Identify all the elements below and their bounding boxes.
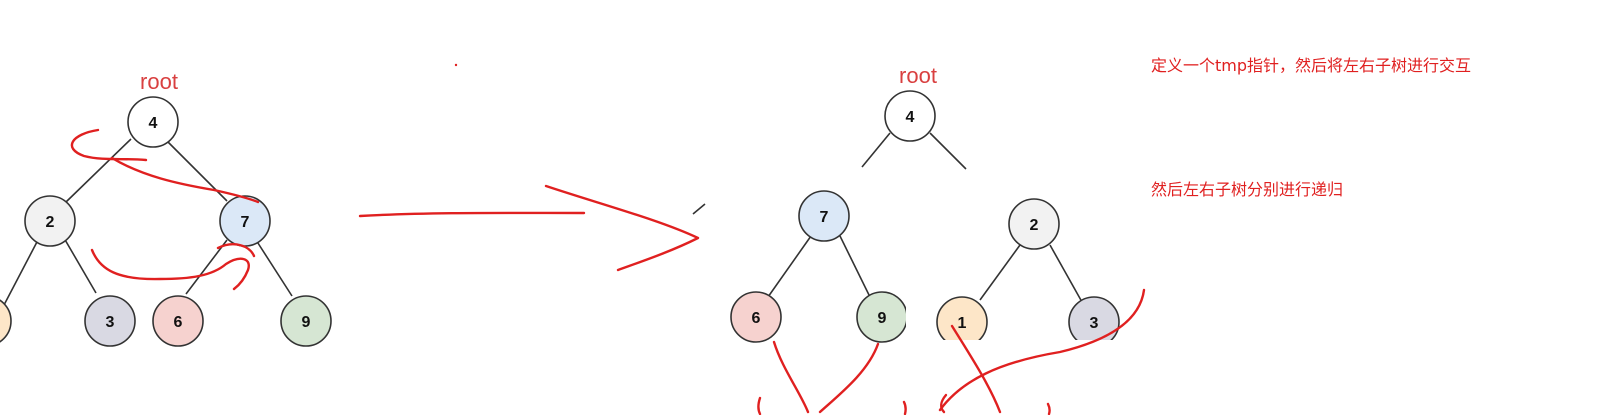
before-root-label: root <box>140 69 178 94</box>
recurse-stroke-left <box>772 340 810 414</box>
tree-node: 2 <box>24 195 76 247</box>
node-value: 9 <box>878 310 887 327</box>
edge-7-9 <box>255 239 293 297</box>
tree-node: 7 <box>219 195 271 247</box>
tree-node: 1 <box>936 296 988 348</box>
recurse-stroke-right-a <box>950 324 1002 414</box>
node-value: 6 <box>752 310 761 327</box>
edge-stub-left <box>692 203 706 215</box>
tree-node: 6 <box>152 295 204 347</box>
swap-stroke-bottom <box>90 248 250 291</box>
node-value: 2 <box>1030 217 1039 234</box>
tree-node: 9 <box>856 291 908 343</box>
tree-node: 3 <box>1068 296 1120 348</box>
before-tree-edges <box>3 138 293 306</box>
tree-node: 4 <box>884 90 936 142</box>
node-value: 9 <box>302 314 311 331</box>
node-value: 1 <box>958 315 967 332</box>
edge-4-left-stub <box>861 132 891 168</box>
node-value: 4 <box>906 109 915 126</box>
edge-4-2 <box>65 138 132 203</box>
edge-7-6 <box>767 235 812 298</box>
recurse-stroke-hook <box>940 393 948 414</box>
node-value: 3 <box>1090 315 1099 332</box>
tree-node: 6 <box>730 291 782 343</box>
step2-note: 然后左右子树分别进行递归 <box>1151 180 1344 199</box>
handwritten-annotations <box>70 128 1146 415</box>
swap-stroke-top <box>70 128 148 162</box>
crop-mask <box>906 300 912 345</box>
node-value: 7 <box>820 209 829 226</box>
edge-2-1 <box>3 239 39 306</box>
edge-7-6 <box>185 239 228 295</box>
before-tree-nodes: 4 2 7 3 6 9 <box>0 96 332 347</box>
tree-node: 9 <box>280 295 332 347</box>
node-value: 6 <box>174 314 183 331</box>
node-value: 2 <box>46 214 55 231</box>
tree-node: 4 <box>127 96 179 148</box>
tree-node: 7 <box>798 190 850 242</box>
edge-7-9 <box>839 235 871 298</box>
stray-dot <box>454 63 458 67</box>
node-value: 3 <box>106 314 115 331</box>
recurse-stroke-right-b <box>938 288 1146 412</box>
edge-4-right-stub <box>929 132 967 170</box>
recurse-stroke-tick <box>757 396 762 415</box>
node-value: 4 <box>149 115 158 132</box>
swap-stroke-long <box>110 156 260 204</box>
recurse-stroke-mid <box>818 342 880 414</box>
transform-arrow-shaft <box>358 211 586 218</box>
node-value: 7 <box>241 214 250 231</box>
after-root-label: root <box>899 63 937 88</box>
tree-node: 2 <box>1008 198 1060 250</box>
swap-stroke-hook <box>216 243 256 258</box>
tree-node <box>0 299 12 343</box>
recurse-stroke-dot <box>1046 402 1051 415</box>
step1-note: 定义一个tmp指针，然后将左右子树进行交互 <box>1151 56 1472 75</box>
tree-node: 3 <box>84 295 136 347</box>
transform-arrow-head <box>544 184 700 272</box>
after-tree-edges <box>692 132 1083 303</box>
recurse-stroke-dot <box>902 400 907 415</box>
edge-2-3 <box>1049 244 1083 303</box>
edge-2-3 <box>63 237 97 294</box>
after-tree-nodes: 4 7 2 6 9 1 3 <box>730 90 1120 348</box>
edge-2-1 <box>979 244 1021 301</box>
